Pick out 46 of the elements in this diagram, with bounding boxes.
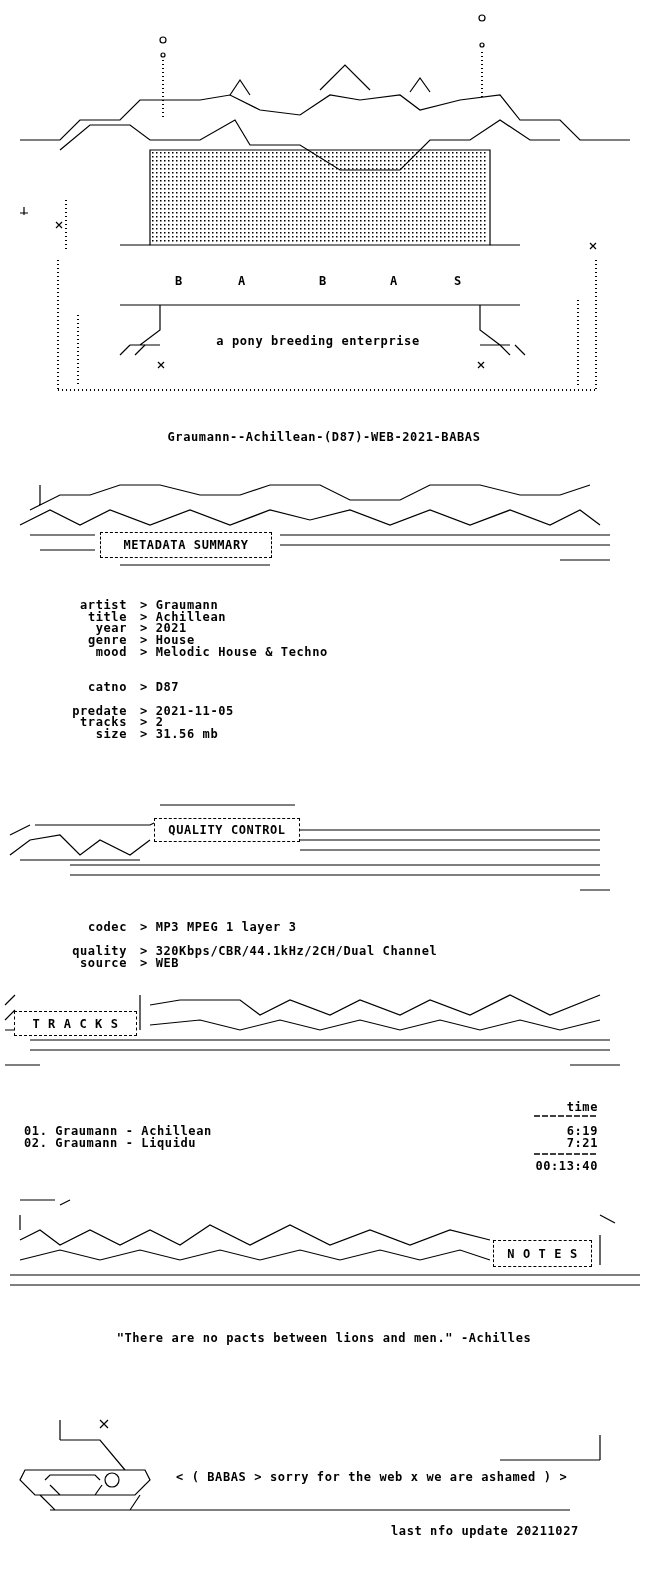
field-value: > House [140,633,195,647]
section-heading: METADATA SUMMARY [123,538,249,552]
quote: "There are no pacts between lions and men." -Achilles [116,1331,532,1345]
field-key: quality [72,944,127,958]
footer-note: < ( BABAS > sorry for the web x we are ashamed ) > [176,1470,568,1484]
field-key: title [87,610,127,624]
field-value: > MP3 MPEG 1 layer 3 [140,920,297,934]
heading-panel [14,1011,137,1036]
column-heading: time [566,1100,598,1114]
field-key: year [95,621,127,635]
field-value: > 320Kbps/CBR/44.1kHz/2CH/Dual Channel [140,944,438,958]
section-heading: N O T E S [507,1246,578,1261]
field-key: artist [80,598,127,612]
heading-panel [154,818,300,842]
field-key: mood [95,645,127,659]
field-key: tracks [80,715,127,729]
update-date: last nfo update 20211027 [391,1524,579,1538]
title-letter: B [319,274,327,288]
total-duration: 00:13:40 [535,1159,598,1173]
heading-panel [100,532,272,558]
section-heading: QUALITY CONTROL [168,823,286,837]
heading-panel [493,1240,592,1267]
field-value: > 2021 [140,621,187,635]
field-value: > 2 [140,715,164,729]
release-name: Graumann--Achillean-(D87)-WEB-2021-BABAS [167,430,481,444]
title-letter: S [454,274,462,288]
section-heading: T R A C K S [32,1016,119,1031]
tagline: a pony breeding enterprise [216,334,420,348]
field-key: predate [72,704,127,718]
field-value: > 2021-11-05 [140,704,234,718]
field-value: > WEB [140,956,180,970]
field-key: size [95,727,127,741]
track-duration: 6:19 [566,1124,598,1138]
track-title: 02. Graumann - Liquidu [24,1136,197,1150]
track-duration: 7:21 [566,1136,598,1150]
field-value: > Achillean [140,610,227,624]
field-key: codec [87,920,127,934]
track-title: 01. Graumann - Achillean [24,1124,212,1138]
title-letter: B [175,274,183,288]
field-key: catno [87,680,127,694]
title-letter: A [238,274,246,288]
title-letter: A [390,274,398,288]
field-value: > 31.56 mb [140,727,219,741]
field-value: > D87 [140,680,180,694]
field-value: > Graumann [140,598,219,612]
field-value: > Melodic House & Techno [140,645,328,659]
